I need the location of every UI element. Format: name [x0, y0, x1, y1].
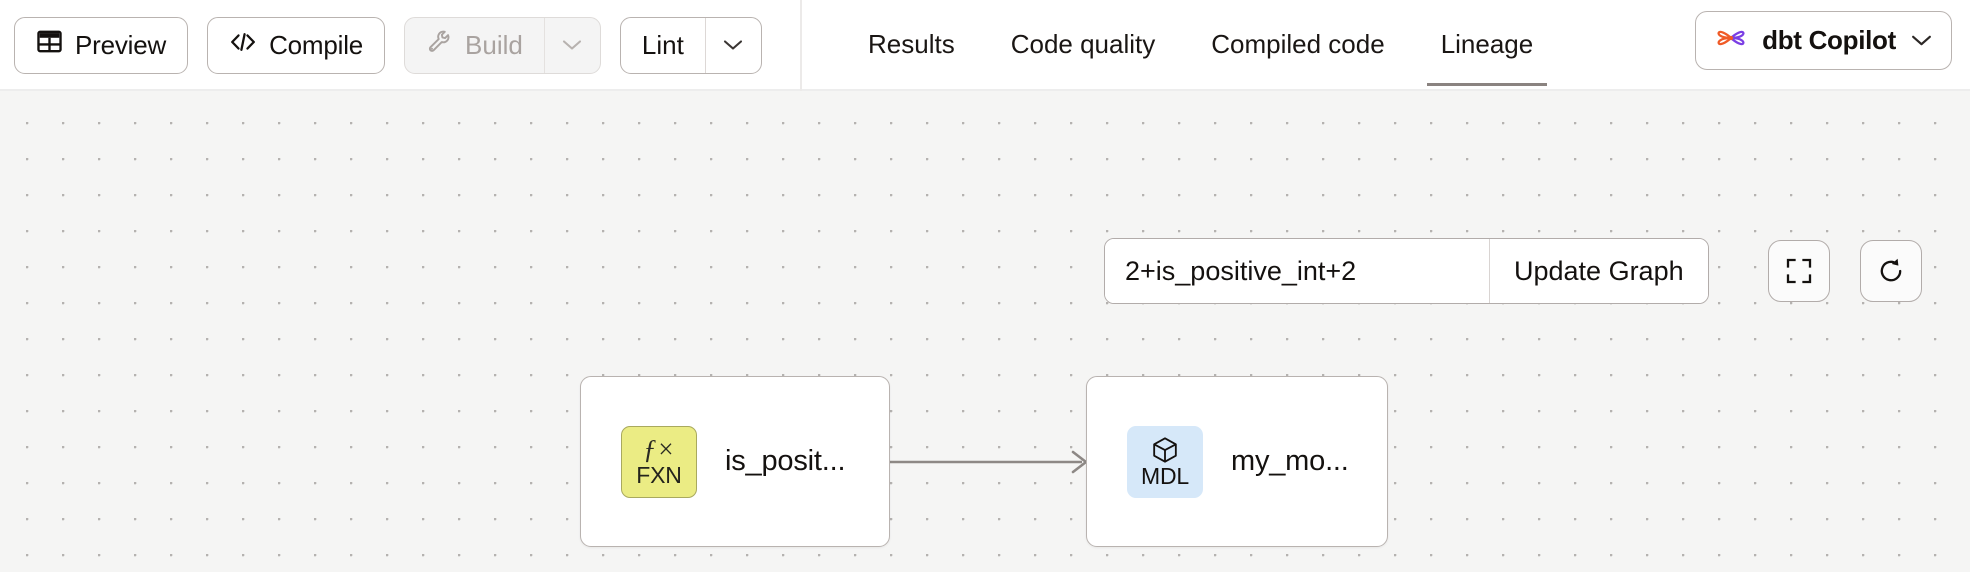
build-dropdown-toggle — [543, 17, 600, 73]
dbt-copilot-button[interactable]: dbt Copilot — [1695, 11, 1952, 70]
lineage-edge — [880, 450, 1088, 474]
lineage-selector-control: Update Graph — [1104, 238, 1709, 304]
dbt-copilot-label: dbt Copilot — [1762, 25, 1896, 55]
lint-button-label: Lint — [641, 29, 684, 60]
fullscreen-fit-icon — [1786, 258, 1812, 284]
tab-compiled-code-label: Compiled code — [1211, 29, 1385, 59]
code-brackets-icon — [229, 30, 257, 61]
compile-button[interactable]: Compile — [207, 16, 386, 74]
fxn-badge-symbol: ƒ× — [643, 433, 675, 464]
mdl-badge-text: MDL — [1141, 462, 1189, 489]
lineage-node-my-model[interactable]: MDL my_mo... — [1086, 376, 1388, 547]
update-graph-label: Update Graph — [1514, 255, 1684, 286]
lineage-node-label: is_posit... — [725, 445, 846, 477]
editor-header: Preview Compile — [0, 0, 1970, 91]
lineage-selector-input[interactable] — [1105, 239, 1489, 303]
table-grid-icon — [36, 28, 63, 62]
refresh-icon — [1880, 258, 1902, 282]
chevron-down-icon — [1912, 35, 1931, 46]
refresh-button[interactable] — [1860, 240, 1922, 302]
lint-dropdown-toggle[interactable] — [704, 17, 761, 73]
tab-compiled-code[interactable]: Compiled code — [1183, 0, 1412, 89]
chevron-down-icon — [563, 40, 582, 50]
fit-view-button[interactable] — [1768, 240, 1830, 302]
tab-results[interactable]: Results — [840, 0, 983, 89]
fxn-badge-text: FXN — [636, 461, 682, 488]
lineage-canvas[interactable]: Update Graph ƒ× FXN is_posit... — [0, 91, 1970, 572]
lineage-node-label: my_mo... — [1231, 445, 1349, 477]
tab-code-quality-label: Code quality — [1010, 29, 1156, 59]
function-fx-icon: ƒ× FXN — [621, 425, 697, 498]
preview-button-label: Preview — [75, 29, 167, 60]
tab-lineage[interactable]: Lineage — [1413, 0, 1562, 89]
lint-button[interactable]: Lint — [621, 18, 705, 73]
chevron-down-icon — [724, 40, 743, 50]
cube-icon — [1153, 437, 1177, 463]
tab-code-quality[interactable]: Code quality — [983, 0, 1184, 89]
update-graph-button[interactable]: Update Graph — [1489, 239, 1708, 303]
toolbar-tabs-divider — [800, 0, 802, 91]
wrench-icon — [426, 28, 453, 62]
cube-model-icon: MDL — [1127, 425, 1203, 498]
compile-button-label: Compile — [269, 29, 364, 60]
build-button-group: Build — [404, 16, 601, 74]
dbt-atom-icon — [1714, 21, 1748, 60]
tab-lineage-label: Lineage — [1440, 29, 1534, 59]
editor-toolbar: Preview Compile — [14, 12, 762, 78]
build-button: Build — [405, 18, 544, 73]
lineage-node-is-positive-int[interactable]: ƒ× FXN is_posit... — [580, 376, 890, 547]
build-button-label: Build — [465, 29, 523, 60]
panel-tabs: Results Code quality Compiled code Linea… — [840, 0, 1561, 89]
preview-button[interactable]: Preview — [14, 16, 189, 74]
tab-results-label: Results — [868, 29, 955, 59]
lint-button-group: Lint — [619, 16, 762, 74]
